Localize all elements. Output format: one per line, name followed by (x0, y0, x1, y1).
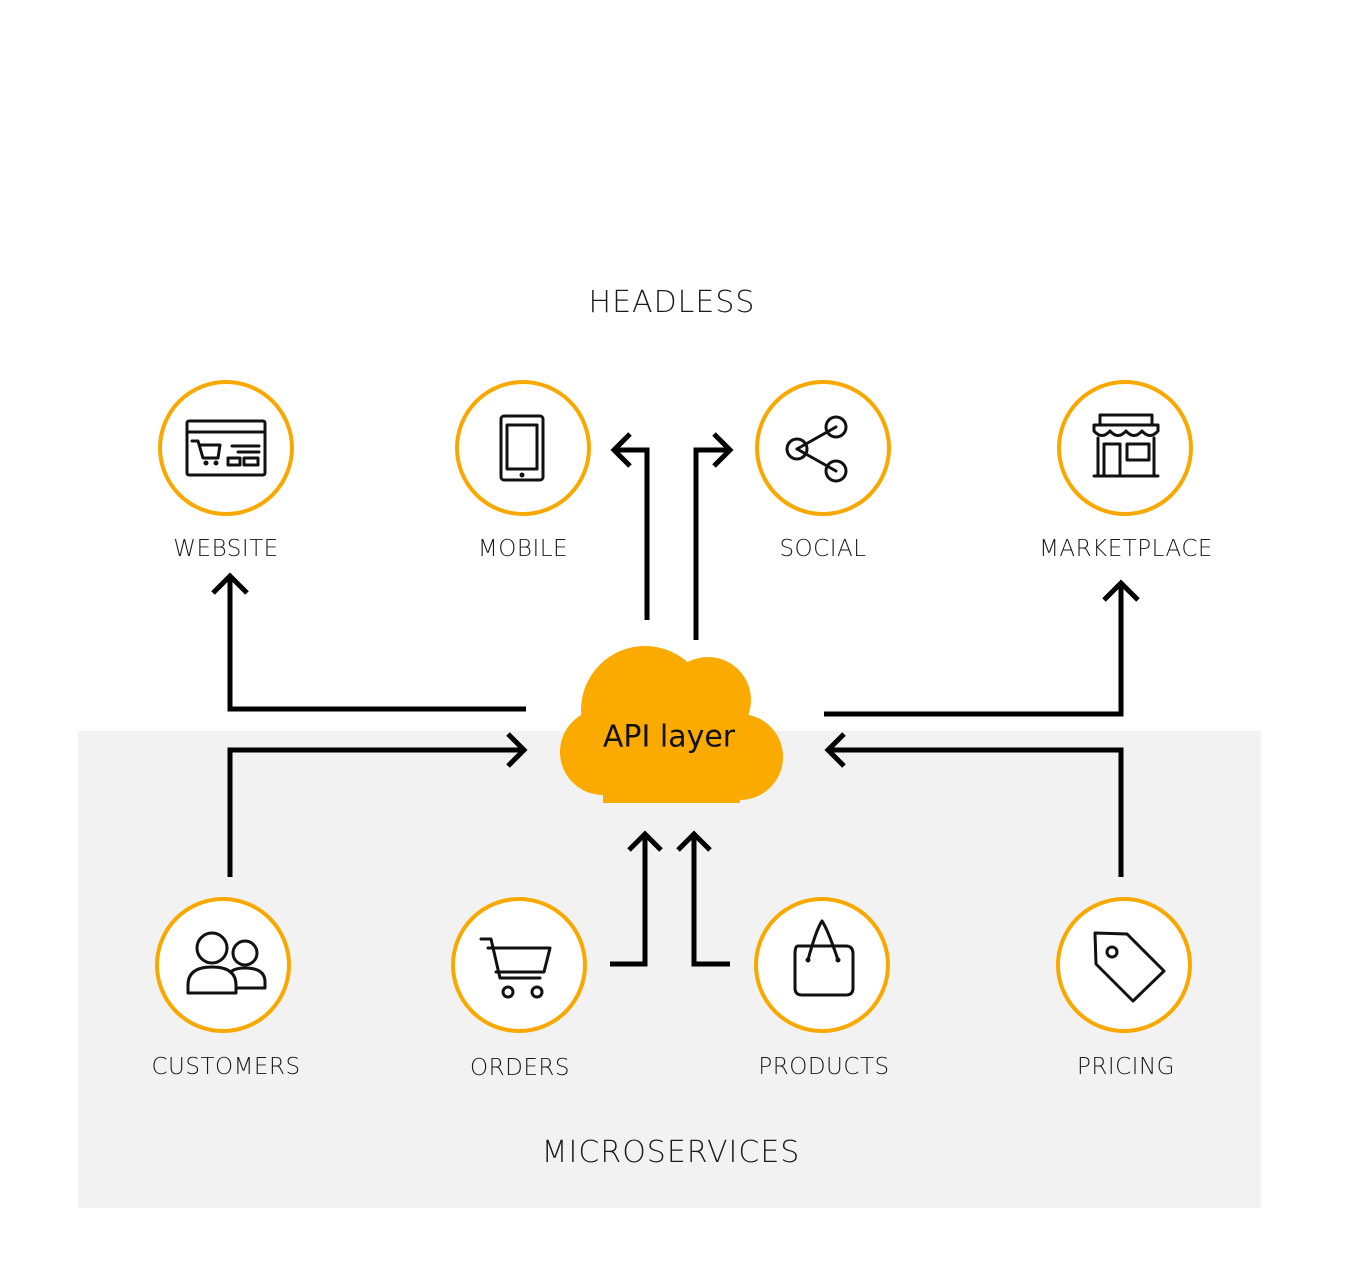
website-node (158, 380, 294, 516)
cart-icon (479, 937, 552, 999)
products-node (754, 897, 890, 1033)
orders-label: ORDERS (470, 1055, 570, 1081)
share-icon (785, 415, 848, 483)
headless-title: HEADLESS (588, 285, 756, 320)
pricing-label: PRICING (1076, 1054, 1176, 1080)
social-label: SOCIAL (779, 536, 867, 562)
customers-label: CUSTOMERS (151, 1054, 301, 1080)
website-icon (185, 419, 267, 477)
shopping-bag-icon (793, 919, 855, 997)
api-layer-label: API layer (602, 719, 736, 755)
mobile-icon (499, 414, 545, 482)
microservices-title: MICROSERVICES (541, 1135, 801, 1170)
mobile-node (455, 380, 591, 516)
connector-to-marketplace (824, 579, 1140, 717)
website-label: WEBSITE (173, 536, 279, 562)
api-cloud (560, 646, 783, 803)
connector-from-products (676, 830, 730, 967)
connector-to-mobile (610, 432, 650, 620)
orders-node (451, 897, 587, 1033)
connector-to-social (693, 432, 734, 640)
price-tag-icon (1093, 931, 1166, 1003)
products-label: PRODUCTS (758, 1054, 890, 1080)
connector-from-orders (610, 830, 663, 967)
storefront-icon (1092, 413, 1160, 478)
marketplace-node (1057, 380, 1193, 516)
pricing-node (1056, 897, 1192, 1033)
connector-from-customers (227, 732, 528, 877)
customers-node (155, 897, 291, 1033)
connector-from-pricing (824, 732, 1124, 877)
marketplace-label: MARKETPLACE (1039, 536, 1213, 562)
mobile-label: MOBILE (477, 536, 569, 562)
social-node (755, 380, 891, 516)
connector-to-website (211, 572, 526, 712)
users-icon (186, 931, 267, 995)
